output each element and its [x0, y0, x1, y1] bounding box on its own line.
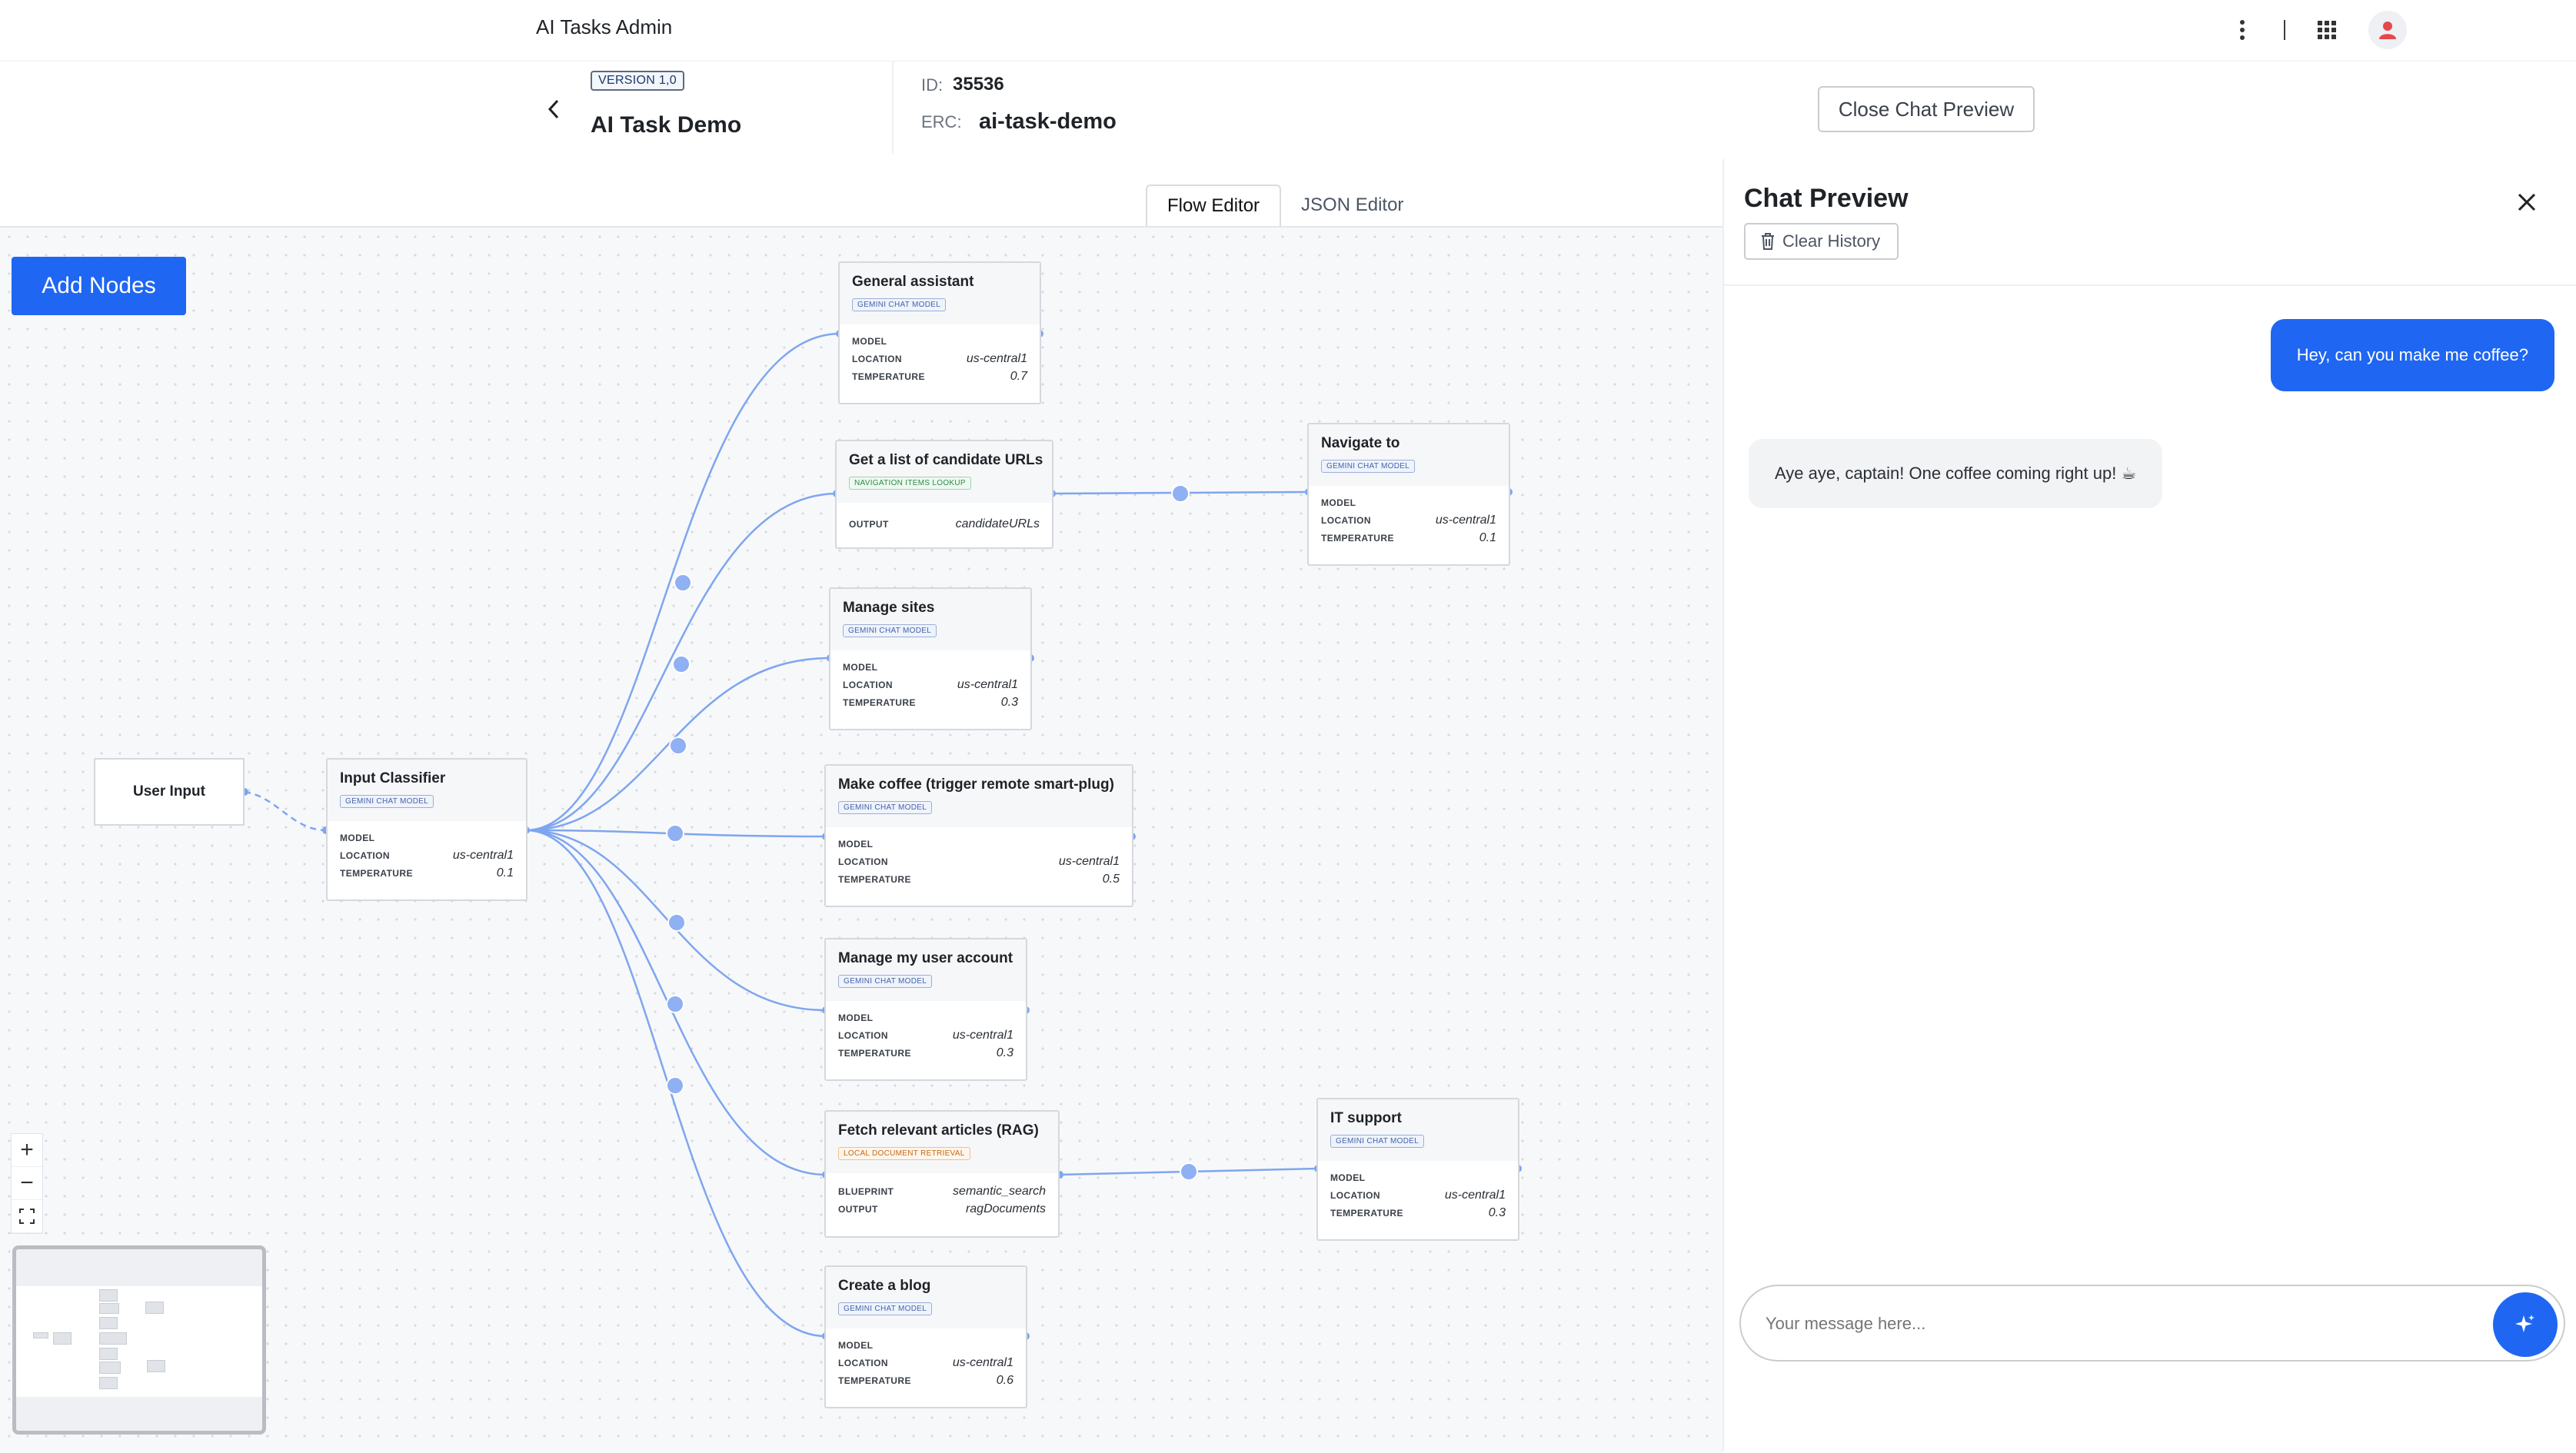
back-button[interactable] — [538, 94, 569, 125]
sparkle-send-icon — [2515, 1315, 2534, 1332]
node-type-badge: GEMINI CHAT MODEL — [1330, 1135, 1425, 1148]
node-type-badge: GEMINI CHAT MODEL — [1321, 460, 1416, 473]
apps-grid-icon[interactable] — [2311, 15, 2342, 45]
node-title: Create a blog — [838, 1278, 931, 1294]
chat-message-input[interactable] — [1764, 1305, 2459, 1343]
node-type-badge: GEMINI CHAT MODEL — [340, 795, 434, 808]
edge-handle — [672, 655, 691, 673]
close-chat-button[interactable] — [2511, 187, 2542, 218]
edge-handle — [1171, 484, 1190, 503]
fit-view-button[interactable] — [12, 1200, 42, 1233]
header-divider — [892, 62, 894, 154]
chat-header-divider — [1724, 284, 2576, 286]
close-chat-preview-button[interactable]: Close Chat Preview — [1818, 86, 2035, 132]
close-icon — [2518, 193, 2536, 211]
erc-label: ERC: — [921, 112, 962, 131]
toolbar-separator — [2284, 20, 2285, 40]
edge-handle — [666, 1076, 684, 1095]
task-header: VERSION 1,0 AI Task Demo ID: 35536 ERC: … — [0, 62, 2576, 158]
node-fetch-articles-rag[interactable]: Fetch relevant articles (RAG) LOCAL DOCUM… — [824, 1110, 1060, 1238]
node-type-badge: GEMINI CHAT MODEL — [838, 975, 933, 988]
node-title: Navigate to — [1321, 435, 1400, 451]
id-label: ID: — [921, 75, 944, 95]
user-avatar[interactable] — [2368, 11, 2407, 49]
flow-edges — [241, 330, 1522, 1340]
node-type-badge: GEMINI CHAT MODEL — [838, 1302, 933, 1315]
editor-tabs: Flow Editor JSON Editor — [1146, 185, 1423, 226]
version-badge: VERSION 1,0 — [591, 71, 685, 91]
node-title: Get a list of candidate URLs — [849, 452, 1043, 468]
user-icon — [2379, 22, 2396, 39]
app-title: AI Tasks Admin — [536, 15, 673, 38]
node-type-badge: GEMINI CHAT MODEL — [852, 298, 947, 311]
node-title: User Input — [133, 783, 205, 800]
chevron-left-icon — [547, 99, 559, 119]
tab-json-editor[interactable]: JSON Editor — [1301, 195, 1404, 215]
edge-userinput-classifier — [244, 790, 327, 832]
node-type-badge: LOCAL DOCUMENT RETRIEVAL — [838, 1147, 970, 1160]
node-title: Input Classifier — [340, 770, 446, 786]
user-message: Hey, can you make me coffee? — [2270, 319, 2554, 391]
app-bar-actions — [2227, 11, 2407, 49]
zoom-in-button[interactable]: + — [12, 1134, 42, 1167]
chat-preview-panel: Chat Preview Clear History Hey, can you … — [1722, 159, 2576, 1451]
edge-classifier-general — [525, 332, 840, 832]
node-title: General assistant — [852, 274, 974, 290]
assistant-message: Aye aye, captain! One coffee coming righ… — [1749, 439, 2163, 508]
minimap[interactable] — [12, 1245, 266, 1435]
chat-preview-title: Chat Preview — [1744, 184, 1909, 213]
chat-input-bar — [1739, 1285, 2565, 1362]
edge-handle — [674, 574, 692, 592]
clear-history-button[interactable]: Clear History — [1744, 223, 1899, 260]
app-bar: AI Tasks Admin — [0, 0, 2576, 62]
edge-classifier-sites — [525, 657, 831, 832]
zoom-controls: + − — [11, 1133, 43, 1234]
trash-icon — [1762, 233, 1774, 250]
edge-handle — [669, 736, 687, 755]
edge-handle — [1180, 1162, 1198, 1181]
node-title: Fetch relevant articles (RAG) — [838, 1122, 1039, 1139]
node-type-badge: GEMINI CHAT MODEL — [838, 801, 933, 814]
node-type-badge: GEMINI CHAT MODEL — [843, 624, 937, 637]
node-type-badge: NAVIGATION ITEMS LOOKUP — [849, 477, 971, 490]
erc-value: ai-task-demo — [979, 109, 1117, 134]
node-title: Make coffee (trigger remote smart-plug) — [838, 776, 1114, 793]
node-title: Manage sites — [843, 600, 935, 616]
clear-history-label: Clear History — [1782, 231, 1881, 251]
node-user-input[interactable]: User Input — [94, 758, 245, 826]
more-vert-icon[interactable] — [2227, 15, 2258, 45]
edge-handle — [666, 824, 684, 843]
node-title: IT support — [1330, 1110, 1402, 1126]
fit-view-icon — [19, 1209, 35, 1224]
zoom-out-button[interactable]: − — [12, 1167, 42, 1200]
id-value: 35536 — [953, 74, 1004, 95]
tab-flow-editor[interactable]: Flow Editor — [1146, 185, 1282, 226]
node-make-coffee[interactable]: Make coffee (trigger remote smart-plug) G… — [824, 764, 1133, 907]
edge-handle — [666, 995, 684, 1013]
node-title: Manage my user account — [838, 950, 1013, 966]
edge-classifier-urls — [525, 492, 837, 832]
send-button[interactable] — [2493, 1292, 2558, 1357]
edge-handle — [667, 913, 686, 932]
add-nodes-button[interactable]: Add Nodes — [12, 257, 186, 315]
task-name: AI Task Demo — [591, 112, 742, 138]
